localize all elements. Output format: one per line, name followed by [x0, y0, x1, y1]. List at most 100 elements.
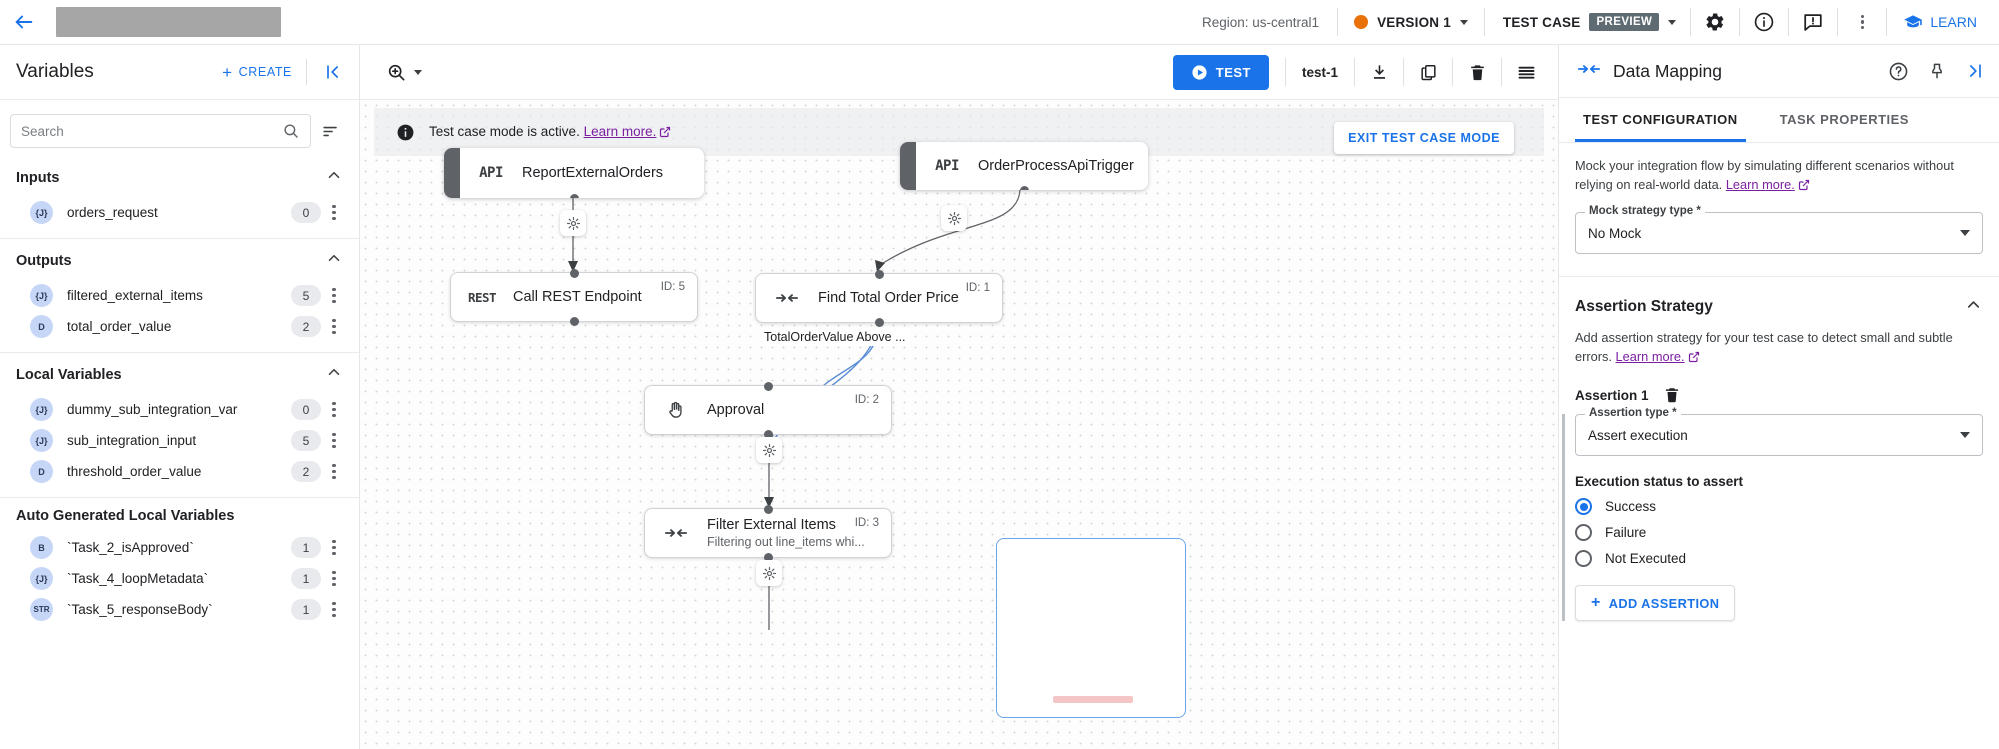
- node-input-port[interactable]: [763, 381, 773, 391]
- node-output-port[interactable]: [874, 317, 884, 327]
- learn-more-link[interactable]: Learn more.: [1725, 176, 1795, 192]
- mock-strategy-type-select[interactable]: Mock strategy type * No Mock: [1575, 205, 1983, 255]
- variable-name: filtered_external_items: [67, 288, 203, 303]
- sort-icon[interactable]: [317, 122, 343, 141]
- variable-type-badge: STR: [30, 598, 53, 621]
- divider: [1337, 8, 1339, 36]
- test-case-selector[interactable]: TEST CASE PREVIEW: [1485, 13, 1690, 31]
- section-header-local-variables[interactable]: Local Variables: [0, 353, 359, 394]
- gear-icon[interactable]: [1691, 0, 1739, 45]
- add-assertion-button[interactable]: + ADD ASSERTION: [1575, 585, 1736, 622]
- help-icon[interactable]: [1888, 61, 1909, 82]
- row-more-vert-icon[interactable]: [321, 288, 347, 303]
- download-icon[interactable]: [1355, 50, 1403, 95]
- learn-more-link[interactable]: Learn more.: [1615, 348, 1685, 364]
- node-find-total-order-price[interactable]: Find Total Order Price ID: 1: [755, 269, 1003, 327]
- radio-failure[interactable]: Failure: [1575, 524, 1983, 542]
- create-variable-button[interactable]: + CREATE: [222, 64, 306, 81]
- variable-name: `Task_2_isApproved`: [67, 540, 194, 555]
- copy-icon[interactable]: [1404, 50, 1452, 95]
- assertion-type-select[interactable]: Assertion type * Assert execution: [1575, 407, 1983, 457]
- row-more-vert-icon[interactable]: [321, 319, 347, 334]
- zoom-control[interactable]: [380, 58, 428, 87]
- pin-icon[interactable]: [1927, 61, 1947, 81]
- list-item[interactable]: {J} sub_integration_input 5: [0, 425, 359, 456]
- collapse-right-icon[interactable]: [1965, 61, 1985, 81]
- api-icon: API: [479, 165, 503, 181]
- node-output-port[interactable]: [763, 429, 773, 439]
- row-more-vert-icon[interactable]: [321, 464, 347, 479]
- node-output-port[interactable]: [763, 552, 773, 562]
- node-title: Call REST Endpoint: [513, 289, 642, 305]
- edge-gear-icon[interactable]: [756, 560, 782, 586]
- edge-gear-icon[interactable]: [941, 205, 967, 231]
- top-bar-actions: Region: us-central1 VERSION 1 TEST CASE …: [1184, 0, 1999, 44]
- row-more-vert-icon[interactable]: [321, 540, 347, 555]
- radio-success[interactable]: Success: [1575, 498, 1983, 516]
- node-body: ReportExternalOrders: [522, 165, 704, 181]
- list-item[interactable]: STR `Task_5_responseBody` 1: [0, 594, 359, 625]
- mapping-icon: [645, 524, 707, 542]
- learn-button[interactable]: LEARN: [1887, 12, 1999, 32]
- flow-canvas[interactable]: TEST test-1: [360, 45, 1559, 749]
- info-icon[interactable]: [1740, 0, 1788, 45]
- menu-list-icon[interactable]: [1502, 50, 1550, 95]
- list-item[interactable]: {J} filtered_external_items 5: [0, 280, 359, 311]
- node-input-port[interactable]: [569, 268, 579, 278]
- tab-task-properties[interactable]: TASK PROPERTIES: [1779, 112, 1909, 127]
- edge-condition-label[interactable]: TotalOrderValue Above ...: [760, 328, 910, 346]
- row-more-vert-icon[interactable]: [321, 205, 347, 220]
- node-output-port[interactable]: [569, 193, 579, 198]
- selection-box[interactable]: [996, 538, 1186, 718]
- trash-icon[interactable]: [1663, 386, 1681, 404]
- list-item[interactable]: D threshold_order_value 2: [0, 456, 359, 487]
- node-call-rest-endpoint[interactable]: REST Call REST Endpoint ID: 5: [450, 268, 698, 326]
- test-case-name[interactable]: test-1: [1301, 64, 1338, 80]
- row-more-vert-icon[interactable]: [321, 433, 347, 448]
- version-selector[interactable]: VERSION 1: [1338, 15, 1484, 30]
- edge-gear-icon[interactable]: [560, 210, 586, 236]
- assertion-strategy-header[interactable]: Assertion Strategy: [1575, 295, 1983, 319]
- node-approval[interactable]: Approval ID: 2: [644, 381, 892, 439]
- section-header-inputs[interactable]: Inputs: [0, 156, 359, 197]
- node-output-port[interactable]: [569, 316, 579, 326]
- search-field[interactable]: [21, 123, 282, 139]
- list-item[interactable]: D total_order_value 2: [0, 311, 359, 342]
- node-filter-external-items[interactable]: Filter External Items Filtering out line…: [644, 504, 892, 562]
- row-more-vert-icon[interactable]: [321, 602, 347, 617]
- node-subtitle: Filtering out line_items whi...: [707, 535, 865, 549]
- node-output-port[interactable]: [1019, 185, 1029, 190]
- variables-list[interactable]: Inputs {J} orders_request 0 Outputs {J} …: [0, 156, 359, 749]
- row-more-vert-icon[interactable]: [321, 402, 347, 417]
- radio-not-executed[interactable]: Not Executed: [1575, 550, 1983, 568]
- list-item[interactable]: {J} orders_request 0: [0, 197, 359, 228]
- delete-icon[interactable]: [1453, 50, 1501, 95]
- collapse-left-icon[interactable]: [307, 62, 359, 82]
- row-more-vert-icon[interactable]: [321, 571, 347, 586]
- canvas-viewport[interactable]: Test case mode is active. Learn more. EX…: [360, 100, 1558, 749]
- node-order-process-api-trigger[interactable]: API OrderProcessApiTrigger: [900, 142, 1148, 190]
- divider: [306, 59, 307, 85]
- node-input-port[interactable]: [874, 269, 884, 279]
- exit-test-case-mode-button[interactable]: EXIT TEST CASE MODE: [1334, 122, 1514, 154]
- more-vert-icon[interactable]: [1838, 0, 1886, 45]
- feedback-icon[interactable]: [1789, 0, 1837, 45]
- divider: [1886, 8, 1888, 36]
- node-id: ID: 2: [854, 394, 879, 406]
- back-arrow-icon[interactable]: [0, 11, 48, 33]
- learn-more-link[interactable]: Learn more.: [583, 123, 657, 139]
- section-header-outputs[interactable]: Outputs: [0, 239, 359, 280]
- edge-gear-icon[interactable]: [756, 437, 782, 463]
- chevron-down-icon: [1960, 230, 1970, 237]
- node-report-external-orders[interactable]: API ReportExternalOrders: [444, 148, 704, 198]
- tab-test-configuration[interactable]: TEST CONFIGURATION: [1575, 98, 1746, 142]
- search-input[interactable]: [10, 114, 311, 148]
- node-input-port[interactable]: [763, 504, 773, 514]
- list-item[interactable]: B `Task_2_isApproved` 1: [0, 532, 359, 563]
- divider: [1403, 58, 1404, 86]
- list-item[interactable]: {J} dummy_sub_integration_var 0: [0, 394, 359, 425]
- variable-type-badge: {J}: [30, 567, 53, 590]
- section-header-auto-generated[interactable]: Auto Generated Local Variables: [0, 498, 359, 532]
- test-button[interactable]: TEST: [1172, 54, 1269, 90]
- list-item[interactable]: {J} `Task_4_loopMetadata` 1: [0, 563, 359, 594]
